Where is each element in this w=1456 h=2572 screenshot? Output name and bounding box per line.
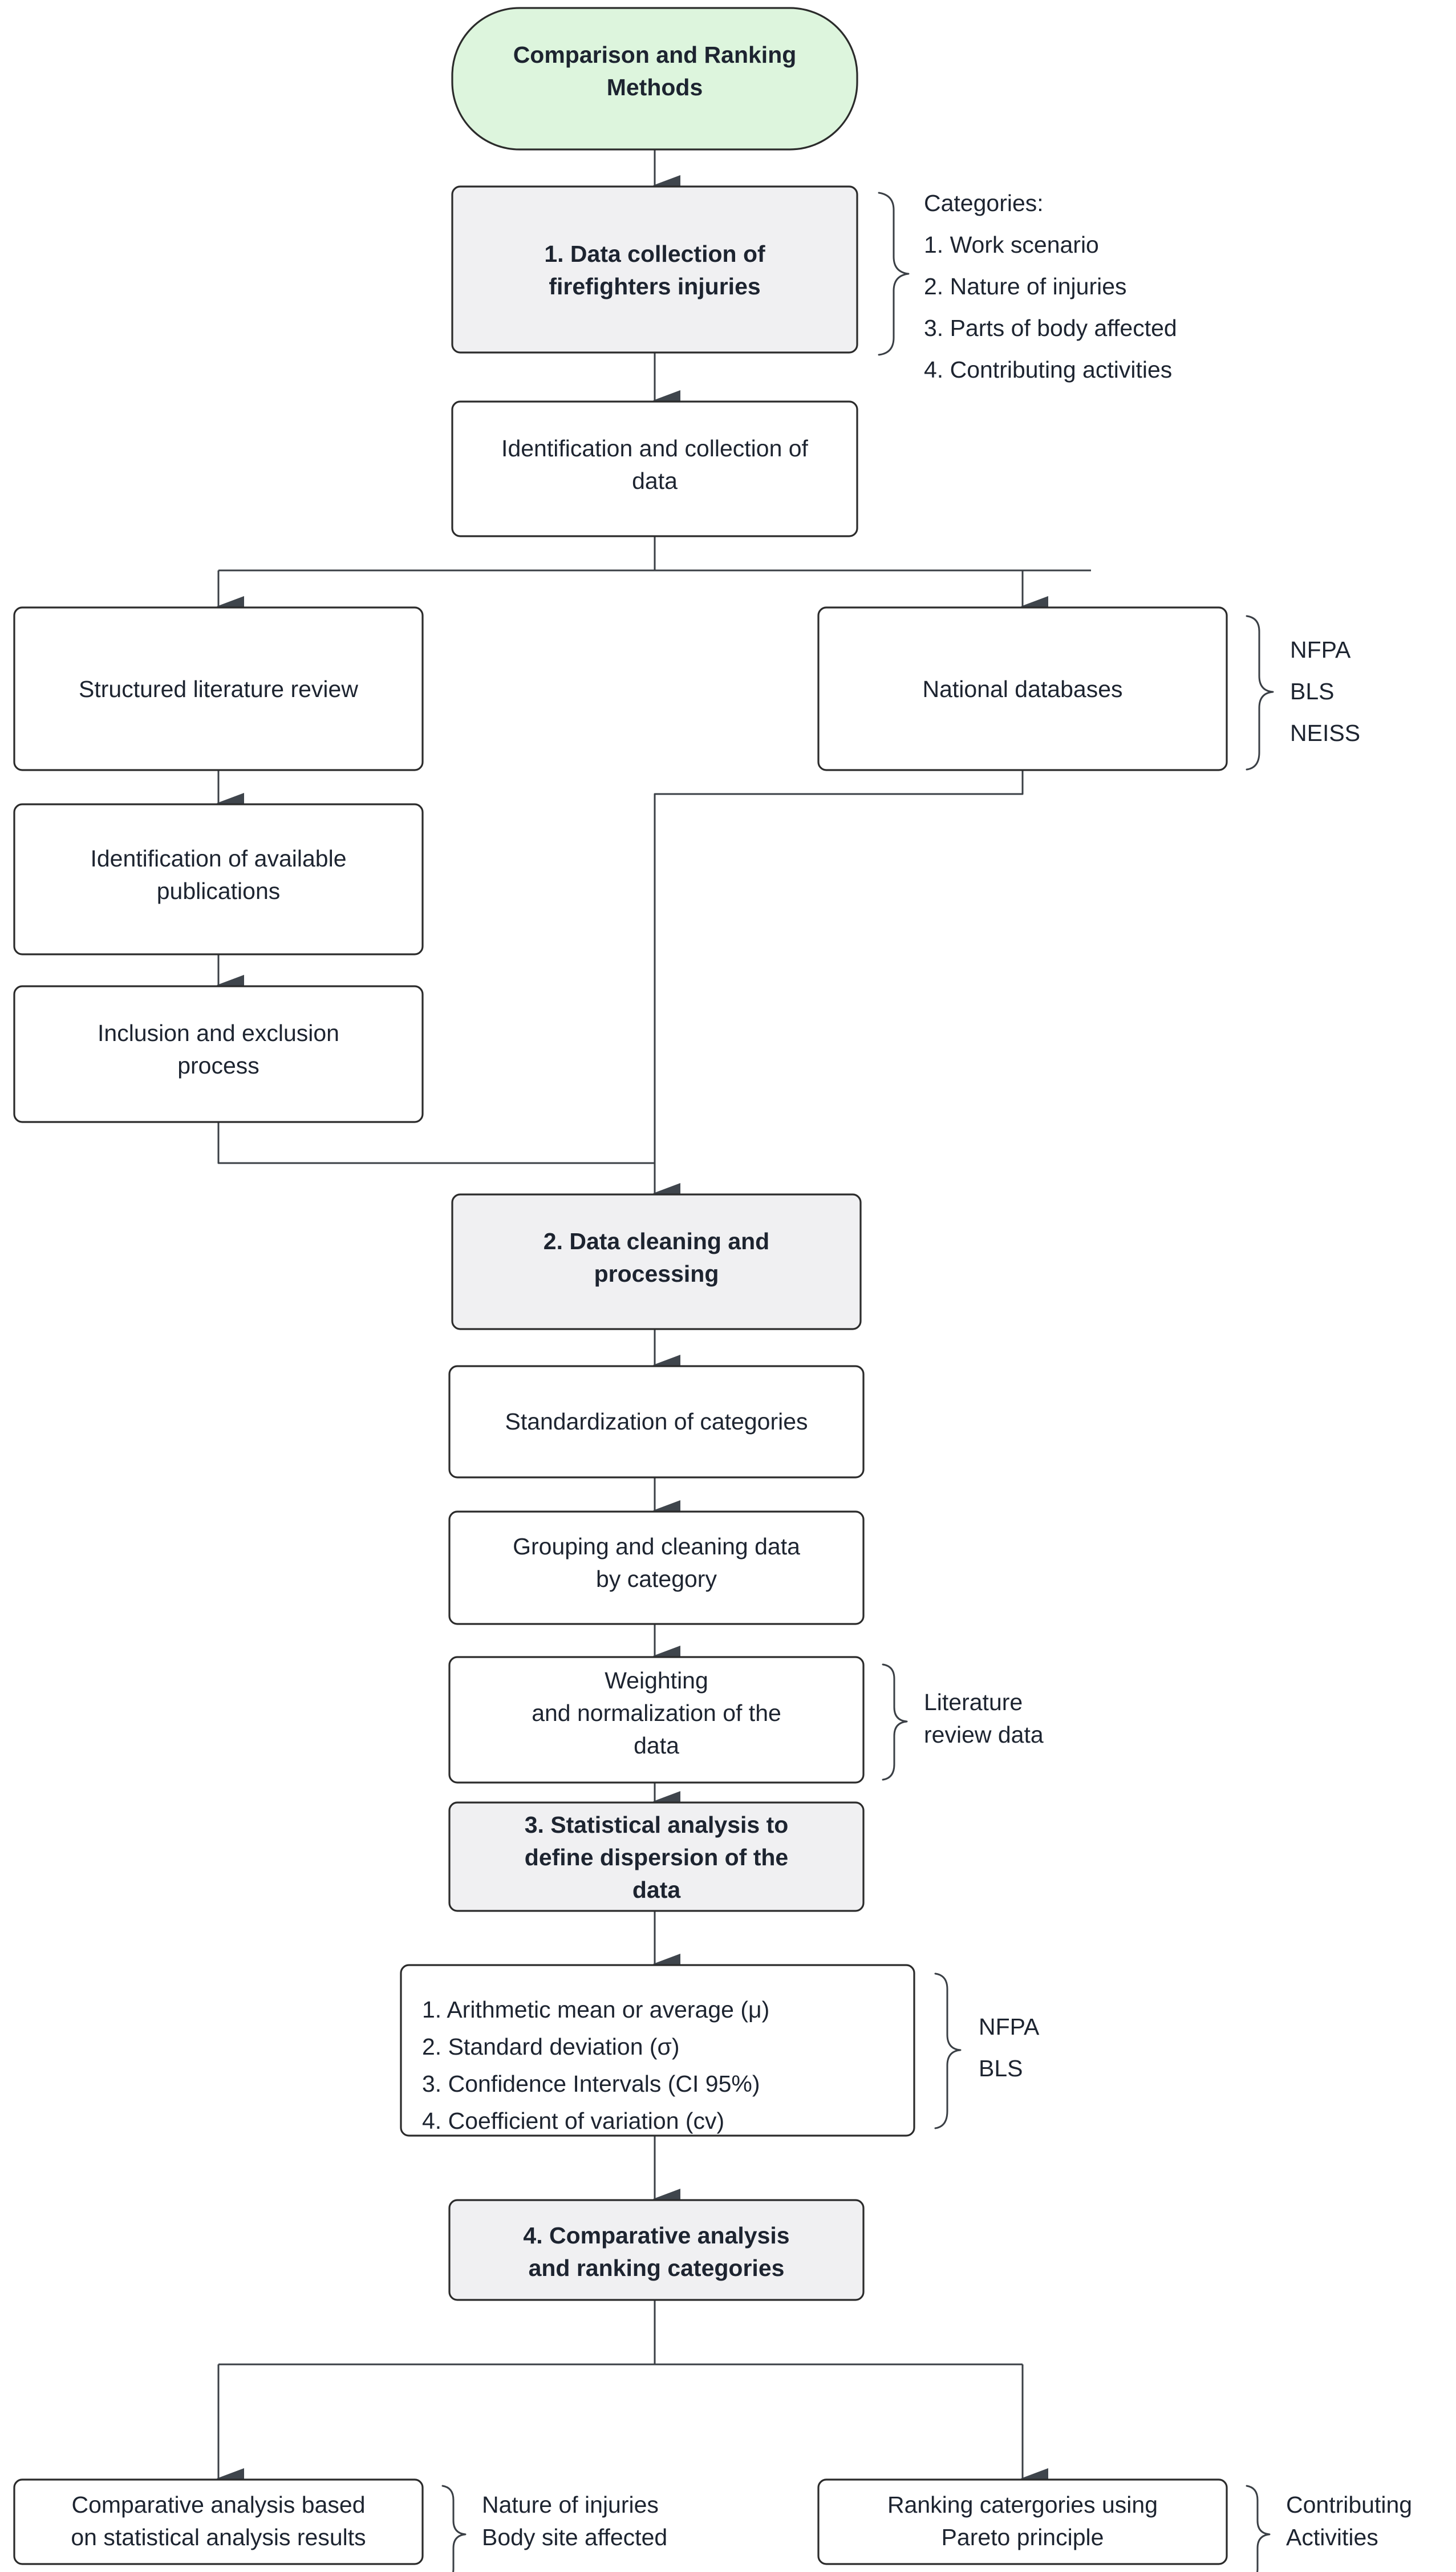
- node-weighting[interactable]: Weighting and normalization of the data: [448, 1656, 865, 1784]
- node-identification[interactable]: Identification and collection of data: [451, 400, 858, 537]
- ranking-tags-brace: [1246, 2485, 1271, 2572]
- node-step3-line1: 3. Statistical analysis to: [525, 1812, 789, 1838]
- node-comparative-analysis[interactable]: Comparative analysis based on statistica…: [13, 2478, 424, 2565]
- annotation-comparative-tags: Nature of injuries Body site affected: [441, 2485, 667, 2572]
- literature-review-data-line2: review data: [924, 1722, 1044, 1748]
- database-item-2: BLS: [1290, 678, 1335, 704]
- categories-brace: [878, 192, 910, 356]
- node-inclusion-exclusion-line1: Inclusion and exclusion: [98, 1020, 339, 1046]
- statistics-item-2: 2. Standard deviation (σ): [422, 2034, 680, 2060]
- ranking-tag-1: Contributing: [1286, 2492, 1412, 2518]
- node-available-publications[interactable]: Identification of available publications: [13, 803, 424, 955]
- node-inclusion-exclusion[interactable]: Inclusion and exclusion process: [13, 985, 424, 1123]
- node-statistics-list[interactable]: 1. Arithmetic mean or average (μ) 2. Sta…: [400, 1964, 915, 2137]
- annotation-databases: NFPA BLS NEISS: [1246, 615, 1360, 771]
- node-pareto-ranking-line1: Ranking catergories using: [887, 2492, 1158, 2518]
- comparative-tags-brace: [441, 2485, 467, 2572]
- node-step1-line1: 1. Data collection of: [544, 241, 765, 267]
- node-step2[interactable]: 2. Data cleaning and processing: [451, 1193, 862, 1330]
- ranking-tag-2: Activities: [1286, 2524, 1378, 2550]
- node-step3[interactable]: 3. Statistical analysis to define disper…: [448, 1801, 865, 1912]
- databases-brace: [1246, 615, 1274, 771]
- node-comparative-analysis-line2: on statistical analysis results: [71, 2524, 366, 2550]
- node-identification-line2: data: [632, 468, 678, 494]
- category-item-4: 4. Contributing activities: [924, 357, 1172, 383]
- node-available-publications-line2: publications: [157, 878, 281, 904]
- categories-heading: Categories:: [924, 190, 1044, 216]
- node-step2-line1: 2. Data cleaning and: [544, 1228, 769, 1254]
- edge-inclusion-to-step2: [217, 1122, 655, 1164]
- database-item-1: NFPA: [1290, 637, 1351, 663]
- statistics-item-4: 4. Coefficient of variation (cv): [422, 2108, 724, 2134]
- node-weighting-line1: Weighting: [605, 1667, 708, 1694]
- node-start-line2: Methods: [607, 74, 703, 100]
- stats-source-1: NFPA: [979, 2014, 1040, 2040]
- node-national-databases[interactable]: National databases: [817, 606, 1228, 771]
- node-available-publications-line1: Identification of available: [90, 845, 346, 872]
- node-step4[interactable]: 4. Comparative analysis and ranking cate…: [448, 2199, 865, 2301]
- node-literature-review-line1: Structured literature review: [79, 676, 358, 702]
- node-comparative-analysis-line1: Comparative analysis based: [71, 2492, 365, 2518]
- node-inclusion-exclusion-line2: process: [177, 1052, 259, 1079]
- node-weighting-line2: and normalization of the: [532, 1700, 781, 1726]
- node-step1-line2: firefighters injuries: [549, 273, 760, 299]
- category-item-2: 2. Nature of injuries: [924, 273, 1127, 299]
- database-item-3: NEISS: [1290, 720, 1360, 746]
- node-literature-review[interactable]: Structured literature review: [13, 606, 424, 771]
- literature-review-data-line1: Literature: [924, 1689, 1023, 1715]
- node-pareto-ranking[interactable]: Ranking catergories using Pareto princip…: [817, 2478, 1228, 2565]
- node-step3-line3: data: [632, 1877, 682, 1903]
- node-weighting-line3: data: [634, 1732, 679, 1759]
- literature-review-data-brace: [882, 1663, 908, 1781]
- node-pareto-ranking-line2: Pareto principle: [942, 2524, 1104, 2550]
- node-start-line1: Comparison and Ranking: [513, 42, 797, 68]
- node-identification-line1: Identification and collection of: [501, 435, 809, 461]
- edge-databases-to-step2: [653, 770, 1024, 1204]
- node-grouping-line2: by category: [596, 1566, 717, 1592]
- node-step3-line2: define dispersion of the: [525, 1844, 788, 1870]
- node-start[interactable]: Comparison and Ranking Methods: [451, 7, 858, 151]
- category-item-3: 3. Parts of body affected: [924, 315, 1177, 341]
- stats-sources-brace: [934, 1972, 962, 2129]
- node-step4-line1: 4. Comparative analysis: [523, 2222, 789, 2249]
- stats-source-2: BLS: [979, 2055, 1023, 2081]
- node-standardization-line1: Standardization of categories: [505, 1408, 808, 1435]
- node-grouping-line1: Grouping and cleaning data: [513, 1533, 800, 1560]
- annotation-literature-review-data: Literature review data: [882, 1663, 1044, 1781]
- node-step4-line2: and ranking categories: [529, 2255, 785, 2281]
- annotation-ranking-tags: Contributing Activities: [1246, 2485, 1412, 2572]
- comparative-tag-2: Body site affected: [482, 2524, 667, 2550]
- annotation-stats-sources: NFPA BLS: [934, 1972, 1040, 2129]
- node-standardization[interactable]: Standardization of categories: [448, 1365, 865, 1479]
- annotation-categories: Categories: 1. Work scenario 2. Nature o…: [878, 190, 1177, 383]
- edge-standardization-to-grouping: [1, 1477, 655, 1510]
- node-step1[interactable]: 1. Data collection of firefighters injur…: [451, 185, 858, 354]
- comparative-tag-1: Nature of injuries: [482, 2492, 659, 2518]
- category-item-1: 1. Work scenario: [924, 232, 1099, 258]
- statistics-item-3: 3. Confidence Intervals (CI 95%): [422, 2071, 760, 2097]
- node-national-databases-line1: National databases: [922, 676, 1122, 702]
- statistics-item-1: 1. Arithmetic mean or average (μ): [422, 1996, 769, 2023]
- edges-layer: [1, 149, 1091, 2489]
- node-grouping[interactable]: Grouping and cleaning data by category: [448, 1510, 865, 1625]
- node-step2-line2: processing: [594, 1261, 719, 1287]
